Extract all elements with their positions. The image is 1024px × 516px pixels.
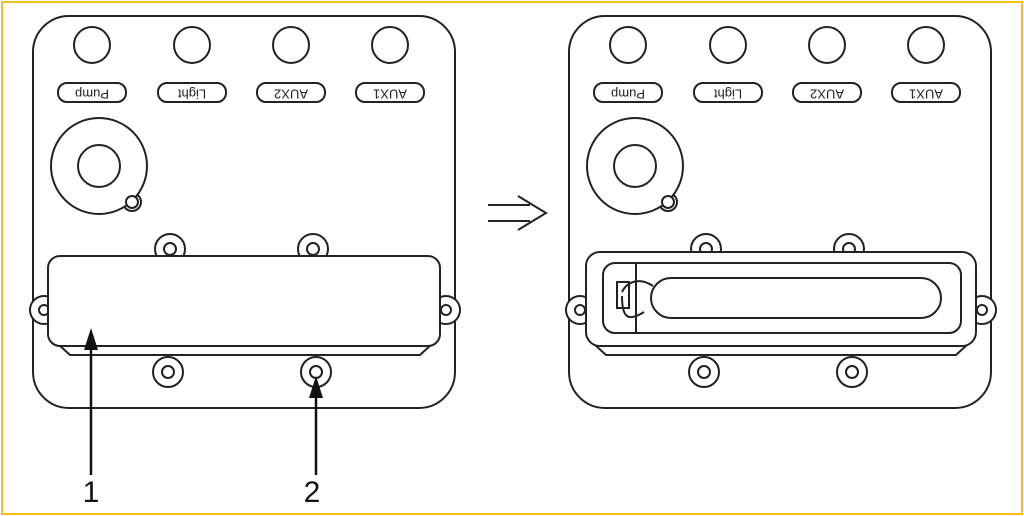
label-plate (693, 82, 763, 103)
callout-arrowhead-1 (84, 328, 98, 350)
bottom-right-hole (845, 365, 859, 379)
panel-label-aux2: AUX2 (810, 87, 844, 102)
label-plate (891, 82, 961, 103)
panel-closed: Pump Light AUX2 AUX1 (29, 15, 461, 409)
panel-label-pump: Pump (611, 87, 645, 102)
button-aux2 (808, 26, 846, 64)
dial-ring (50, 117, 148, 215)
panel-label-pump: Pump (75, 87, 109, 102)
button-aux2 (272, 26, 310, 64)
panel-label-aux1: AUX1 (373, 87, 407, 102)
battery-cover (47, 255, 441, 347)
label-plate (57, 82, 127, 103)
label-plate (593, 82, 663, 103)
button-pump (609, 26, 647, 64)
bottom-left-hole (697, 365, 711, 379)
bottom-left-boss (688, 356, 720, 388)
panel-label-light: Light (714, 87, 743, 102)
button-pump (73, 26, 111, 64)
panel-label-aux2: AUX2 (274, 87, 308, 102)
callout-arrowhead-2 (309, 376, 323, 398)
button-aux1 (371, 26, 409, 64)
dial-tab-hole (661, 195, 675, 209)
label-plate (256, 82, 326, 103)
dial-knob (613, 144, 657, 188)
label-plate (157, 82, 227, 103)
contact-wire (621, 280, 654, 319)
bottom-left-boss (152, 356, 184, 388)
panel-open: Pump Light AUX2 AUX1 (565, 15, 997, 409)
dial-ring (586, 117, 684, 215)
button-light (173, 26, 211, 64)
callout-label-2: 2 (304, 476, 321, 509)
dial-knob (77, 144, 121, 188)
callout-label-1: 1 (83, 476, 100, 509)
panel-label-light: Light (178, 87, 207, 102)
bottom-left-hole (161, 365, 175, 379)
label-plate (355, 82, 425, 103)
bottom-right-boss (836, 356, 868, 388)
battery-slot (650, 277, 942, 319)
button-aux1 (907, 26, 945, 64)
double-arrow-right-icon (488, 195, 548, 231)
dial-tab-hole (125, 195, 139, 209)
label-plate (792, 82, 862, 103)
panel-label-aux1: AUX1 (909, 87, 943, 102)
button-light (709, 26, 747, 64)
